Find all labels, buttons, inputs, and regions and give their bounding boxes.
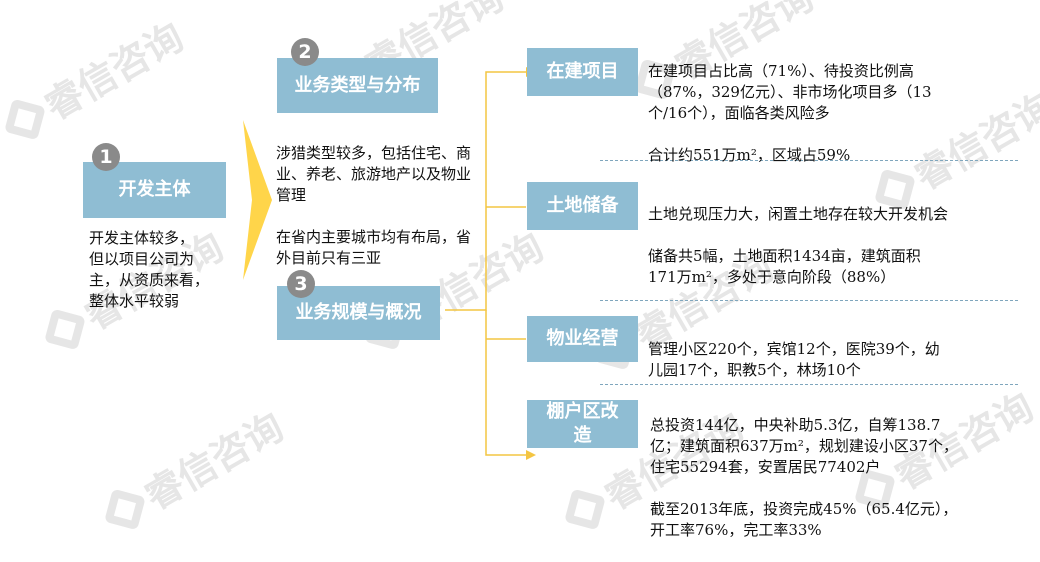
step-number-1: 1: [92, 143, 120, 171]
category-under-construction: 在建项目: [527, 48, 638, 96]
step-number-2: 2: [291, 38, 319, 66]
bracket-connector: [445, 71, 526, 311]
divider: [600, 384, 1018, 385]
divider: [600, 160, 1018, 161]
category-property-operation: 物业经营: [527, 316, 638, 362]
category-land-reserve-desc: 土地兑现压力大，闲置土地存在较大开发机会 储备共5幅，土地面积1434亩，建筑面…: [648, 183, 948, 309]
desc-line: 在省内主要城市均有布局，省外目前只有三亚: [276, 228, 472, 267]
category-shantytown-renovation: 棚户区改造: [527, 400, 638, 448]
step-number-3: 3: [287, 270, 315, 298]
category-shantytown-renovation-desc: 总投资144亿，中央补助5.3亿，自筹138.7亿；建筑面积637万m²，规划建…: [650, 394, 960, 562]
bracket-connector: [485, 310, 526, 456]
node-business-types: 业务类型与分布: [277, 58, 438, 113]
node-business-types-desc: 涉猎类型较多，包括住宅、商业、养老、旅游地产以及物业管理 在省内主要城市均有布局…: [276, 122, 482, 272]
desc-line: 总投资144亿，中央补助5.3亿，自筹138.7亿；建筑面积637万m²，规划建…: [650, 416, 958, 476]
desc-line: 储备共5幅，土地面积1434亩，建筑面积171万m²，多处于意向阶段（88%）: [648, 247, 921, 286]
category-property-operation-desc: 管理小区220个，宾馆12个，医院39个，幼儿园17个，职教5个，林场10个: [648, 318, 948, 402]
desc-line: 截至2013年底，投资完成45%（65.4亿元），开工率76%，完工率33%: [650, 500, 958, 539]
category-land-reserve: 土地储备: [527, 182, 638, 230]
desc-line: 在建项目占比高（71%）、待投资比例高（87%，329亿元）、非市场化项目多（1…: [648, 62, 932, 122]
node-development-entity-desc: 开发主体较多， 但以项目公司为 主，从资质来看， 整体水平较弱: [89, 229, 210, 310]
desc-line: 管理小区220个，宾馆12个，医院39个，幼儿园17个，职教5个，林场10个: [648, 340, 940, 379]
divider: [600, 300, 1018, 301]
node-development-entity: 开发主体: [83, 162, 226, 218]
desc-line: 涉猎类型较多，包括住宅、商业、养老、旅游地产以及物业管理: [276, 144, 472, 204]
flow-arrow: [243, 120, 272, 280]
desc-line: 土地兑现压力大，闲置土地存在较大开发机会: [648, 205, 949, 223]
arrowhead: [526, 450, 536, 460]
category-under-construction-desc: 在建项目占比高（71%）、待投资比例高（87%，329亿元）、非市场化项目多（1…: [648, 40, 948, 187]
desc-line: 合计约551万m²，区域占59%: [648, 146, 851, 164]
